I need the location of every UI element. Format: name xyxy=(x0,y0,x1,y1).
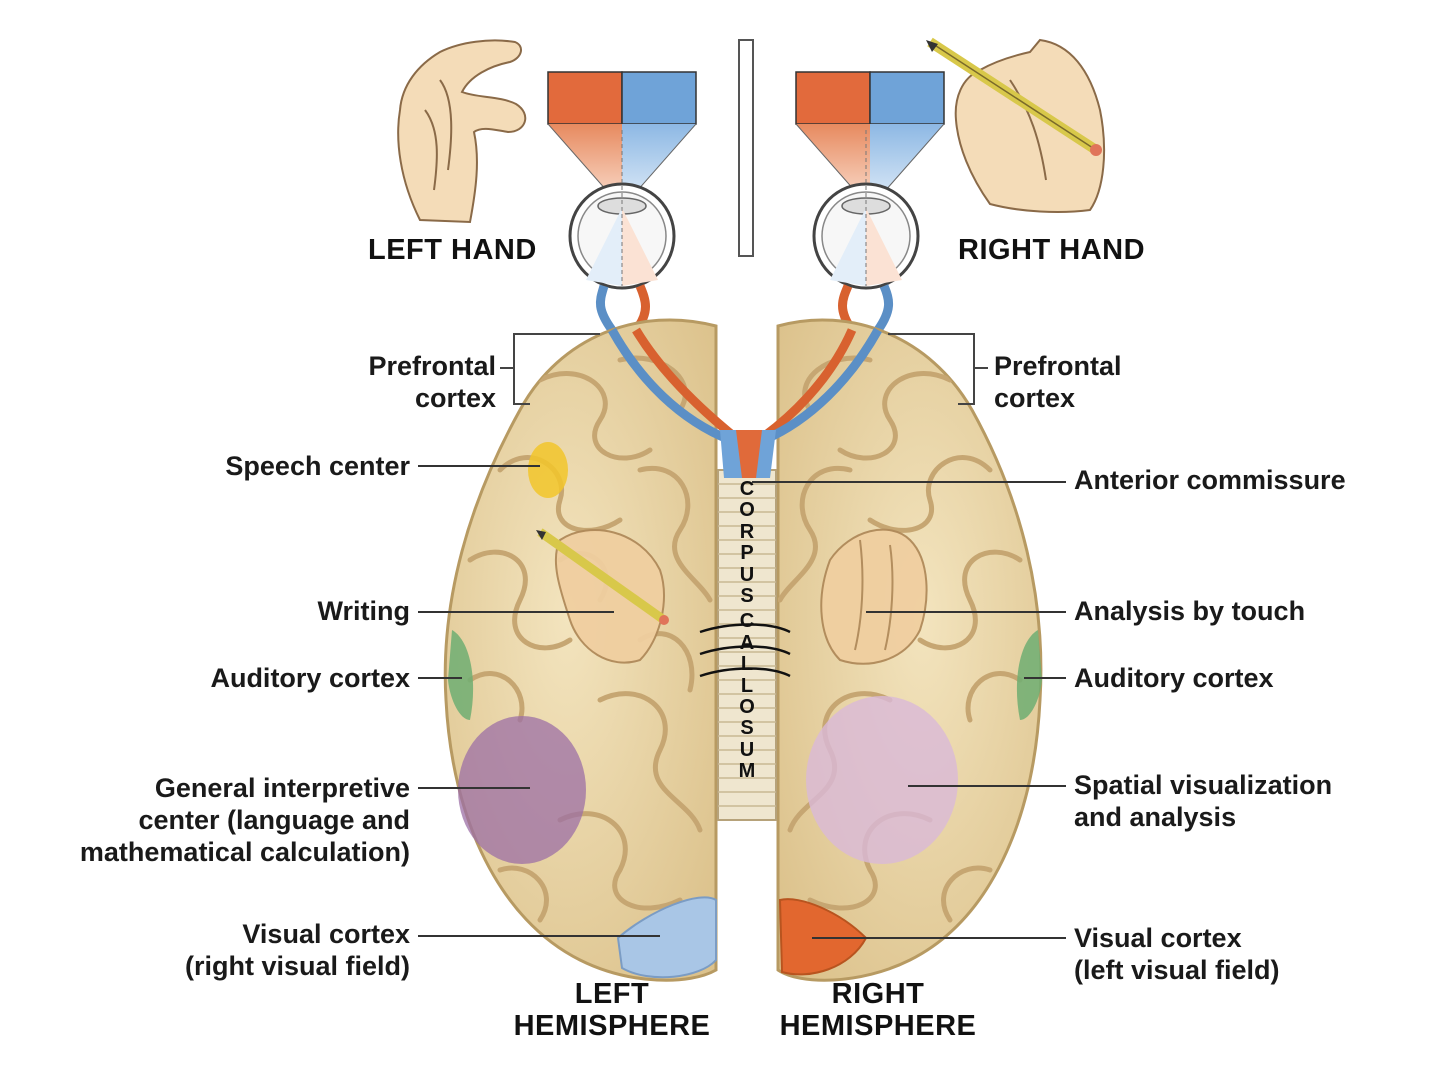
corpus-callosum-letter: U xyxy=(739,563,755,586)
divider-bar xyxy=(738,39,754,257)
prefrontal-bracket-right xyxy=(888,333,988,405)
corpus-callosum-letter: U xyxy=(739,738,755,761)
right-auditory-label: Auditory cortex xyxy=(1074,663,1274,693)
corpus-callosum-stripes xyxy=(718,483,776,807)
left-hemisphere-label: LEFT HEMISPHERE xyxy=(513,978,711,1042)
left-auditory-label: Auditory cortex xyxy=(210,663,410,693)
corpus-callosum-letter: S xyxy=(740,717,754,740)
auditory-region-left xyxy=(448,630,474,720)
left-hand-label: LEFT HAND xyxy=(368,234,537,266)
corpus-callosum-letter: O xyxy=(739,695,755,718)
spatial-region xyxy=(806,696,958,864)
right-visual-cortex-label: Visual cortex (left visual field) xyxy=(1074,923,1280,985)
interpretive-region xyxy=(458,716,586,864)
left-visual-system xyxy=(547,71,697,333)
general-interpretive-label: General interpretive center (language an… xyxy=(79,773,410,867)
corpus-callosum-letter: L xyxy=(740,674,754,697)
corpus-callosum-letter: S xyxy=(740,584,754,607)
corpus-callosum-letter: R xyxy=(739,520,755,543)
optic-pathways xyxy=(608,327,882,450)
corpus-callosum-letter: C xyxy=(739,478,755,500)
analysis-touch-label: Analysis by touch xyxy=(1074,596,1306,626)
corpus-callosum-letter: P xyxy=(740,542,754,565)
right-hemisphere xyxy=(776,318,1043,982)
writing-label: Writing xyxy=(317,596,410,626)
left-hand-illustration xyxy=(397,39,527,224)
auditory-region-right xyxy=(1016,630,1042,720)
corpus-callosum-letter: C xyxy=(739,610,755,633)
corpus-callosum-band xyxy=(717,469,777,821)
callosum-arrows xyxy=(699,623,791,678)
right-prefrontal-label: Prefrontal cortex xyxy=(994,351,1122,413)
corpus-callosum-letter: A xyxy=(739,631,755,654)
right-visual-system xyxy=(795,71,945,333)
left-hemisphere xyxy=(443,318,718,982)
speech-center-region xyxy=(528,442,568,498)
corpus-callosum-letter: M xyxy=(738,760,756,783)
right-hand-illustration xyxy=(926,37,1106,213)
touch-hand-illustration xyxy=(820,528,928,665)
left-prefrontal-label: Prefrontal cortex xyxy=(368,351,496,413)
right-hand-label: RIGHT HAND xyxy=(958,234,1146,266)
anterior-commissure-label: Anterior commissure xyxy=(1074,465,1346,495)
speech-center-label: Speech center xyxy=(225,451,410,481)
visual-region-left xyxy=(616,896,717,979)
left-visual-cortex-label: Visual cortex (right visual field) xyxy=(184,919,410,981)
corpus-callosum-letter: L xyxy=(740,653,754,676)
leader-lines-right xyxy=(752,481,1066,939)
writing-hand-illustration xyxy=(536,528,669,664)
prefrontal-bracket-left xyxy=(500,333,600,405)
corpus-callosum-letter: O xyxy=(739,499,755,522)
spatial-visualization-label: Spatial visualization and analysis xyxy=(1074,770,1333,832)
right-hemisphere-label: RIGHT HEMISPHERE xyxy=(779,978,977,1042)
leader-lines-left xyxy=(418,465,660,937)
